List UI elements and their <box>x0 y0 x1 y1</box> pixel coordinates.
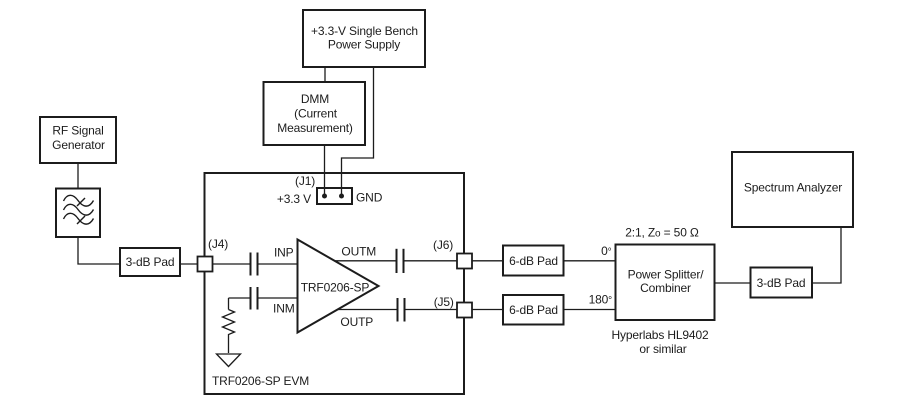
svg-text:Power Supply: Power Supply <box>328 38 400 52</box>
svg-text:Power Splitter/: Power Splitter/ <box>628 268 705 282</box>
svg-text:Generator: Generator <box>52 138 105 152</box>
svg-text:Combiner: Combiner <box>640 281 691 295</box>
svg-text:OUTM: OUTM <box>341 245 376 259</box>
svg-text:Measurement): Measurement) <box>277 121 353 135</box>
svg-text:TRF0206-SP EVM: TRF0206-SP EVM <box>212 374 309 388</box>
svg-text:DMM: DMM <box>301 92 329 106</box>
svg-text:6-dB Pad: 6-dB Pad <box>509 254 558 268</box>
svg-text:3-dB Pad: 3-dB Pad <box>757 276 806 290</box>
svg-text:INP: INP <box>274 246 294 260</box>
svg-text:(J5): (J5) <box>434 295 454 309</box>
svg-text:TRF0206-SP: TRF0206-SP <box>301 281 370 295</box>
svg-text:+3.3 V: +3.3 V <box>277 192 311 206</box>
svg-text:GND: GND <box>356 191 383 205</box>
svg-text:or similar: or similar <box>639 342 686 356</box>
svg-text:(Current: (Current <box>294 107 338 121</box>
svg-text:2:1, Zo = 50 Ω: 2:1, Zo = 50 Ω <box>625 226 699 240</box>
svg-text:Hyperlabs HL9402: Hyperlabs HL9402 <box>612 328 709 342</box>
svg-text:3-dB Pad: 3-dB Pad <box>126 255 175 269</box>
svg-text:(J1): (J1) <box>295 174 315 188</box>
svg-text:Spectrum Analyzer: Spectrum Analyzer <box>744 181 842 195</box>
svg-text:(J4): (J4) <box>208 237 228 251</box>
svg-text:INM: INM <box>273 302 295 316</box>
svg-text:RF Signal: RF Signal <box>52 124 103 138</box>
svg-text:+3.3-V Single Bench: +3.3-V Single Bench <box>311 24 418 38</box>
svg-text:180°: 180° <box>589 293 613 307</box>
svg-text:6-dB Pad: 6-dB Pad <box>509 303 558 317</box>
svg-text:(J6): (J6) <box>433 238 453 252</box>
svg-text:OUTP: OUTP <box>340 315 373 329</box>
svg-text:0°: 0° <box>601 244 612 258</box>
